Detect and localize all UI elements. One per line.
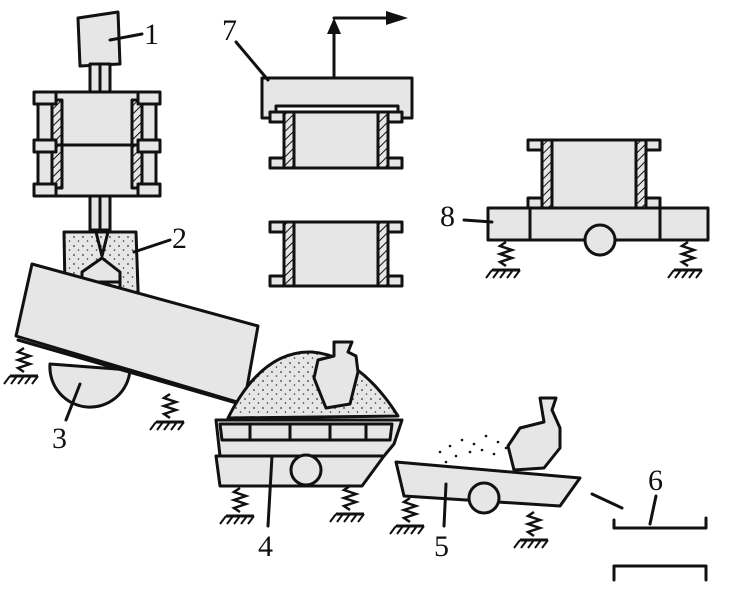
label-7: 7 — [222, 14, 237, 47]
flask-separator-7 — [260, 11, 414, 288]
casting-on-conveyor-5 — [506, 396, 562, 472]
lower-flask — [268, 220, 404, 288]
label-1: 1 — [144, 18, 159, 51]
press-ram-head — [76, 10, 122, 68]
label-3: 3 — [52, 422, 67, 455]
vibrator-wheel — [48, 362, 132, 409]
label-6: 6 — [648, 464, 663, 497]
conveyor-5 — [388, 396, 582, 550]
casting-on-conveyor — [312, 340, 360, 410]
label-4: 4 — [258, 530, 273, 563]
label-8: 8 — [440, 200, 455, 233]
conveyor-4 — [214, 340, 404, 526]
leader-lines — [64, 32, 658, 528]
stacked-flask-upper — [32, 90, 162, 198]
label-5: 5 — [434, 530, 449, 563]
output-trays-6 — [590, 492, 708, 582]
label-2: 2 — [172, 222, 187, 255]
flask-cart-8 — [484, 138, 710, 280]
number-labels: 1 2 3 4 5 6 7 8 — [52, 14, 663, 563]
sand-pile — [226, 350, 400, 420]
